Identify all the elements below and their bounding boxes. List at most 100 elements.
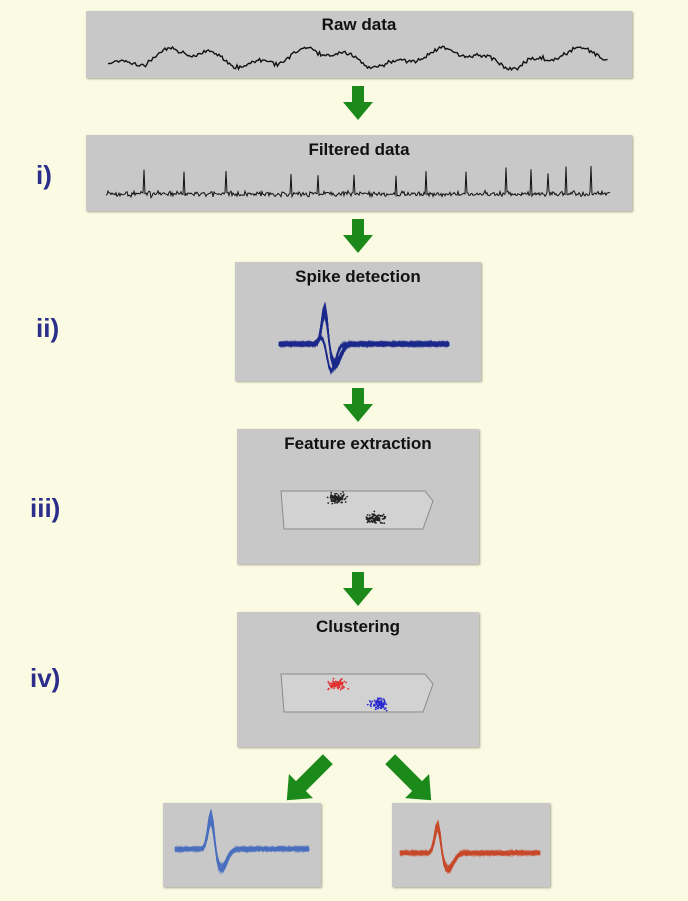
scatter-point	[342, 491, 344, 493]
scatter-point	[366, 514, 369, 516]
waveform-trace	[399, 823, 541, 872]
scatter-point	[370, 705, 372, 708]
waveform-trace	[399, 826, 541, 871]
waveform-trace	[174, 817, 310, 869]
scatter-point	[336, 686, 339, 689]
waveform-trace	[278, 337, 450, 371]
waveform-trace	[278, 302, 450, 369]
scatter-point	[377, 699, 380, 701]
scatter-point	[385, 709, 388, 712]
waveform-trace	[278, 336, 450, 374]
waveform-trace	[399, 822, 540, 875]
step-label-ii: ii)	[36, 313, 60, 343]
scatter-point	[383, 698, 386, 701]
scatter-point	[341, 498, 344, 500]
scatter-point	[343, 498, 346, 501]
waveform-trace	[278, 309, 450, 364]
scatter-point	[374, 514, 377, 517]
scatter-point	[338, 686, 341, 689]
scatter-point	[339, 498, 342, 501]
waveform-trace	[174, 815, 310, 869]
scatter-point	[378, 514, 380, 517]
waveform-trace	[174, 812, 310, 871]
scatter-point	[339, 682, 342, 685]
waveform-trace	[399, 825, 541, 872]
waveform-trace	[399, 827, 541, 869]
waveform-trace	[174, 808, 310, 874]
scatter-point	[331, 682, 334, 685]
waveform-trace	[174, 812, 310, 873]
scatter-point	[384, 516, 387, 518]
scatter-point	[338, 497, 340, 500]
waveform-trace	[399, 821, 541, 873]
waveform-trace	[174, 815, 310, 871]
raw-data-title: Raw data	[321, 15, 397, 34]
waveform-trace	[174, 818, 310, 866]
scatter-point	[337, 496, 340, 498]
clustering-title: Clustering	[315, 617, 401, 636]
scatter-point	[374, 704, 376, 707]
waveform-trace	[174, 813, 310, 871]
waveform-trace	[174, 809, 310, 873]
waveform-trace	[278, 337, 450, 371]
waveform-trace	[174, 823, 310, 864]
scatter-point	[329, 496, 332, 498]
filtered-data-panel: Filtered data	[86, 135, 632, 211]
scatter-point	[342, 494, 345, 497]
waveform-trace	[399, 826, 541, 870]
waveform-trace	[399, 825, 541, 871]
waveform-trace	[399, 824, 541, 873]
waveform-trace	[278, 310, 450, 365]
waveform-trace	[174, 813, 310, 871]
waveform-trace	[174, 815, 310, 870]
spike-waveforms	[278, 302, 450, 376]
scatter-point	[368, 514, 371, 517]
waveform-trace	[278, 333, 450, 373]
scatter-point	[381, 522, 383, 524]
waveform-trace	[174, 812, 310, 871]
waveform-trace	[174, 812, 310, 873]
waveform-trace	[279, 313, 450, 360]
scatter-point	[334, 683, 337, 686]
waveform-trace	[278, 302, 450, 368]
scatter-point	[339, 492, 342, 495]
waveform-trace	[278, 307, 450, 366]
waveform-trace	[175, 818, 310, 867]
waveform-trace	[278, 305, 450, 367]
feature-extraction-title: Feature extraction	[284, 434, 432, 453]
scatter-point	[326, 496, 329, 499]
waveform-trace	[278, 307, 450, 368]
waveform-trace	[278, 312, 450, 363]
waveform-trace	[278, 312, 450, 362]
waveform-trace	[278, 304, 450, 368]
scatter-point	[332, 680, 334, 683]
waveform-trace	[174, 809, 310, 871]
scatter-point	[328, 682, 331, 685]
waveform-trace	[278, 304, 450, 368]
unit-blue-waveforms	[174, 808, 310, 876]
scatter-point	[335, 496, 337, 499]
waveform-trace	[278, 309, 450, 367]
waveform-trace	[278, 303, 450, 366]
scatter-point	[379, 515, 382, 518]
waveform-trace	[278, 307, 450, 370]
unit-red-panel	[392, 803, 550, 887]
waveform-trace	[278, 311, 450, 365]
waveform-trace	[278, 336, 450, 370]
scatter-point	[336, 492, 338, 495]
waveform-trace	[278, 311, 450, 365]
waveform-trace	[278, 305, 450, 370]
waveform-trace	[278, 310, 450, 365]
waveform-trace	[278, 338, 450, 374]
waveform-trace	[278, 302, 450, 367]
spike-detection-title: Spike detection	[295, 267, 421, 286]
waveform-trace	[278, 303, 450, 369]
waveform-trace	[278, 314, 450, 363]
scatter-point	[333, 687, 335, 690]
waveform-trace	[278, 305, 450, 369]
waveform-trace	[278, 337, 449, 374]
scatter-point	[377, 697, 379, 700]
scatter-point	[371, 700, 374, 703]
waveform-trace	[174, 812, 310, 872]
waveform-trace	[399, 820, 541, 875]
